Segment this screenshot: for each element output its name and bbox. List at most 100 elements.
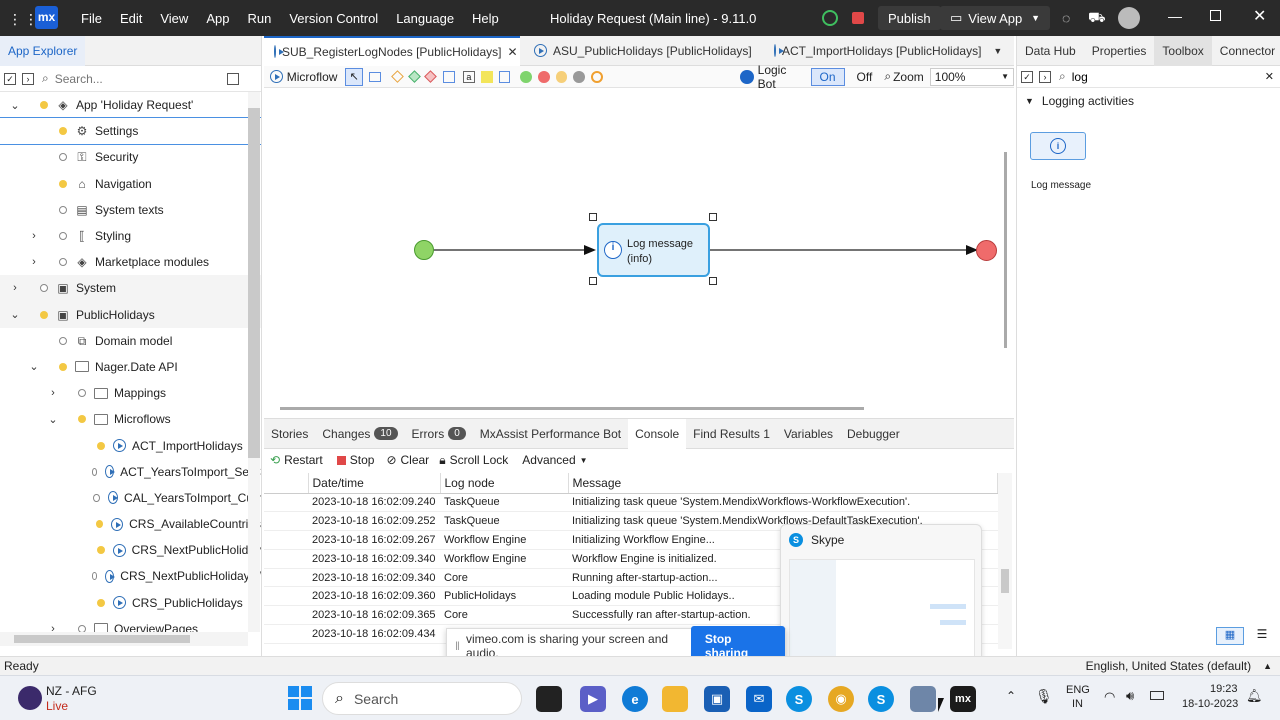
- lang-code[interactable]: ENG: [1066, 684, 1090, 696]
- col-message[interactable]: Message: [568, 473, 998, 494]
- notepad-icon[interactable]: [910, 686, 936, 712]
- cart-icon[interactable]: ⛟: [1088, 9, 1106, 25]
- expanded-chevron-icon[interactable]: ⌄: [29, 361, 39, 374]
- zoom-select[interactable]: 100% ▼: [929, 67, 1014, 86]
- explorer-scrollbar[interactable]: [248, 92, 260, 632]
- tab-properties[interactable]: Properties: [1091, 43, 1147, 58]
- collapse-all-icon[interactable]: ✓: [4, 72, 16, 85]
- microphone-icon[interactable]: 🎙︎: [1035, 688, 1053, 704]
- logic-bot-off[interactable]: Off: [856, 69, 873, 84]
- expand-icon[interactable]: ›: [22, 72, 34, 85]
- status-language[interactable]: English, United States (default): [1085, 659, 1252, 673]
- chrome-icon[interactable]: ◉: [828, 686, 854, 712]
- collapsed-chevron-icon[interactable]: ›: [51, 622, 55, 635]
- tab-data-hub[interactable]: Data Hub: [1025, 43, 1076, 58]
- tree-item[interactable]: ▤System texts: [0, 197, 261, 223]
- tab-toolbox[interactable]: Toolbox: [1154, 35, 1212, 66]
- image-icon[interactable]: [498, 70, 511, 83]
- col-lognode[interactable]: Log node: [440, 473, 569, 494]
- log-message-activity[interactable]: i Log message (info): [597, 223, 710, 277]
- clear-button[interactable]: Clear: [400, 453, 430, 467]
- tree-item[interactable]: ACT_YearsToImport_SetC: [0, 459, 261, 485]
- teams-icon[interactable]: ▶: [580, 686, 606, 712]
- tree-item[interactable]: ⧉Domain model: [0, 328, 261, 354]
- battery-icon[interactable]: [1150, 691, 1164, 700]
- loop-icon[interactable]: [443, 70, 456, 83]
- close-icon[interactable]: ✕: [1253, 8, 1267, 25]
- stop-icon[interactable]: [852, 12, 864, 24]
- collapse-icon[interactable]: ✓: [1021, 70, 1033, 83]
- start-event-icon[interactable]: [520, 70, 533, 83]
- list-view-icon[interactable]: ☰: [1256, 627, 1268, 641]
- tree-item[interactable]: ›Mappings: [0, 380, 261, 406]
- live-score-icon[interactable]: [18, 686, 42, 710]
- view-app-button[interactable]: ▭View App▼: [940, 6, 1050, 30]
- mendix-taskbar-icon[interactable]: mx: [950, 686, 976, 712]
- menu-edit[interactable]: Edit: [119, 10, 143, 26]
- tree-item[interactable]: ACT_ImportHolidays: [0, 432, 261, 458]
- microflow-canvas[interactable]: i Log message (info): [264, 88, 1014, 414]
- tab-stories[interactable]: Stories: [264, 419, 315, 449]
- app-explorer-tab[interactable]: App Explorer: [0, 35, 86, 66]
- file-explorer-icon[interactable]: [662, 686, 688, 712]
- taskbar-search[interactable]: ⌕ Search: [322, 682, 522, 715]
- chevron-up-icon[interactable]: ▲: [1263, 661, 1272, 671]
- clear-search-icon[interactable]: ✕: [1264, 71, 1274, 83]
- menu-file[interactable]: File: [81, 10, 102, 26]
- task-view-icon[interactable]: [536, 686, 562, 712]
- menu-help[interactable]: Help: [472, 10, 499, 26]
- logic-bot-on[interactable]: On: [810, 67, 845, 86]
- menu-view[interactable]: View: [160, 10, 189, 26]
- tree-item[interactable]: ›◈Marketplace modules: [0, 249, 261, 275]
- tree-item[interactable]: CRS_PublicHolidays: [0, 590, 261, 616]
- error-event-icon[interactable]: [555, 70, 568, 83]
- tab-connector[interactable]: Connector: [1219, 43, 1276, 58]
- continue-event-icon[interactable]: [573, 70, 586, 83]
- expand-icon[interactable]: ›: [1039, 70, 1051, 83]
- console-scrollbar[interactable]: [998, 473, 1012, 649]
- wifi-icon[interactable]: ◠: [1104, 689, 1116, 704]
- tree-item[interactable]: ⚿Security: [0, 144, 261, 170]
- tree-item[interactable]: ›⟦Styling: [0, 223, 261, 249]
- menu-app[interactable]: App: [206, 10, 230, 26]
- chevron-up-icon[interactable]: ⌃: [1006, 689, 1017, 703]
- tab-debugger[interactable]: Debugger: [840, 419, 907, 449]
- canvas-vscrollbar[interactable]: [1004, 152, 1007, 348]
- end-event[interactable]: [976, 240, 997, 261]
- run-locally-icon[interactable]: [822, 10, 838, 26]
- resize-handle[interactable]: [709, 213, 717, 221]
- maximize-icon[interactable]: [1210, 10, 1221, 21]
- annotation-icon[interactable]: [480, 70, 493, 83]
- collapsed-chevron-icon[interactable]: ›: [51, 387, 55, 400]
- menu-version-control[interactable]: Version Control: [289, 10, 379, 26]
- tab-asu-publicholidays[interactable]: ASU_PublicHolidays [PublicHolidays]: [520, 36, 760, 66]
- parameter-icon[interactable]: a: [463, 70, 475, 83]
- start-icon[interactable]: [288, 686, 312, 710]
- resize-handle[interactable]: [589, 213, 597, 221]
- break-event-icon[interactable]: [591, 70, 603, 83]
- tree-item[interactable]: ⌂Navigation: [0, 171, 261, 197]
- filter-icon[interactable]: [226, 72, 239, 85]
- col-datetime[interactable]: Date/time: [308, 473, 441, 494]
- close-tab-icon[interactable]: ✕: [507, 44, 518, 59]
- collapsed-chevron-icon[interactable]: ›: [32, 256, 36, 269]
- store-icon[interactable]: ▣: [704, 686, 730, 712]
- split-icon[interactable]: [424, 70, 438, 83]
- tab-mxassist[interactable]: MxAssist Performance Bot: [473, 419, 628, 449]
- chevron-down-icon[interactable]: ▼: [993, 45, 1003, 56]
- notification-icon[interactable]: 🔔︎: [1246, 688, 1263, 703]
- tab-find-results[interactable]: Find Results 1: [686, 419, 777, 449]
- expanded-chevron-icon[interactable]: ⌄: [48, 413, 58, 426]
- log-message-tool[interactable]: i: [1030, 132, 1086, 160]
- tree-item[interactable]: ⚙Settings: [0, 117, 261, 146]
- minimize-icon[interactable]: —: [1168, 8, 1182, 24]
- tree-item[interactable]: ›▣System: [0, 275, 261, 302]
- decision-icon[interactable]: [390, 70, 404, 83]
- drag-handle-icon[interactable]: ‖: [455, 639, 460, 653]
- tree-item[interactable]: CAL_YearsToImport_Curr: [0, 485, 261, 511]
- mail-icon[interactable]: ✉: [746, 686, 772, 712]
- tab-sub-registerlognodes[interactable]: SUB_RegisterLogNodes [PublicHolidays] ✕: [264, 35, 520, 66]
- chevron-down-icon[interactable]: ▼: [1025, 96, 1034, 106]
